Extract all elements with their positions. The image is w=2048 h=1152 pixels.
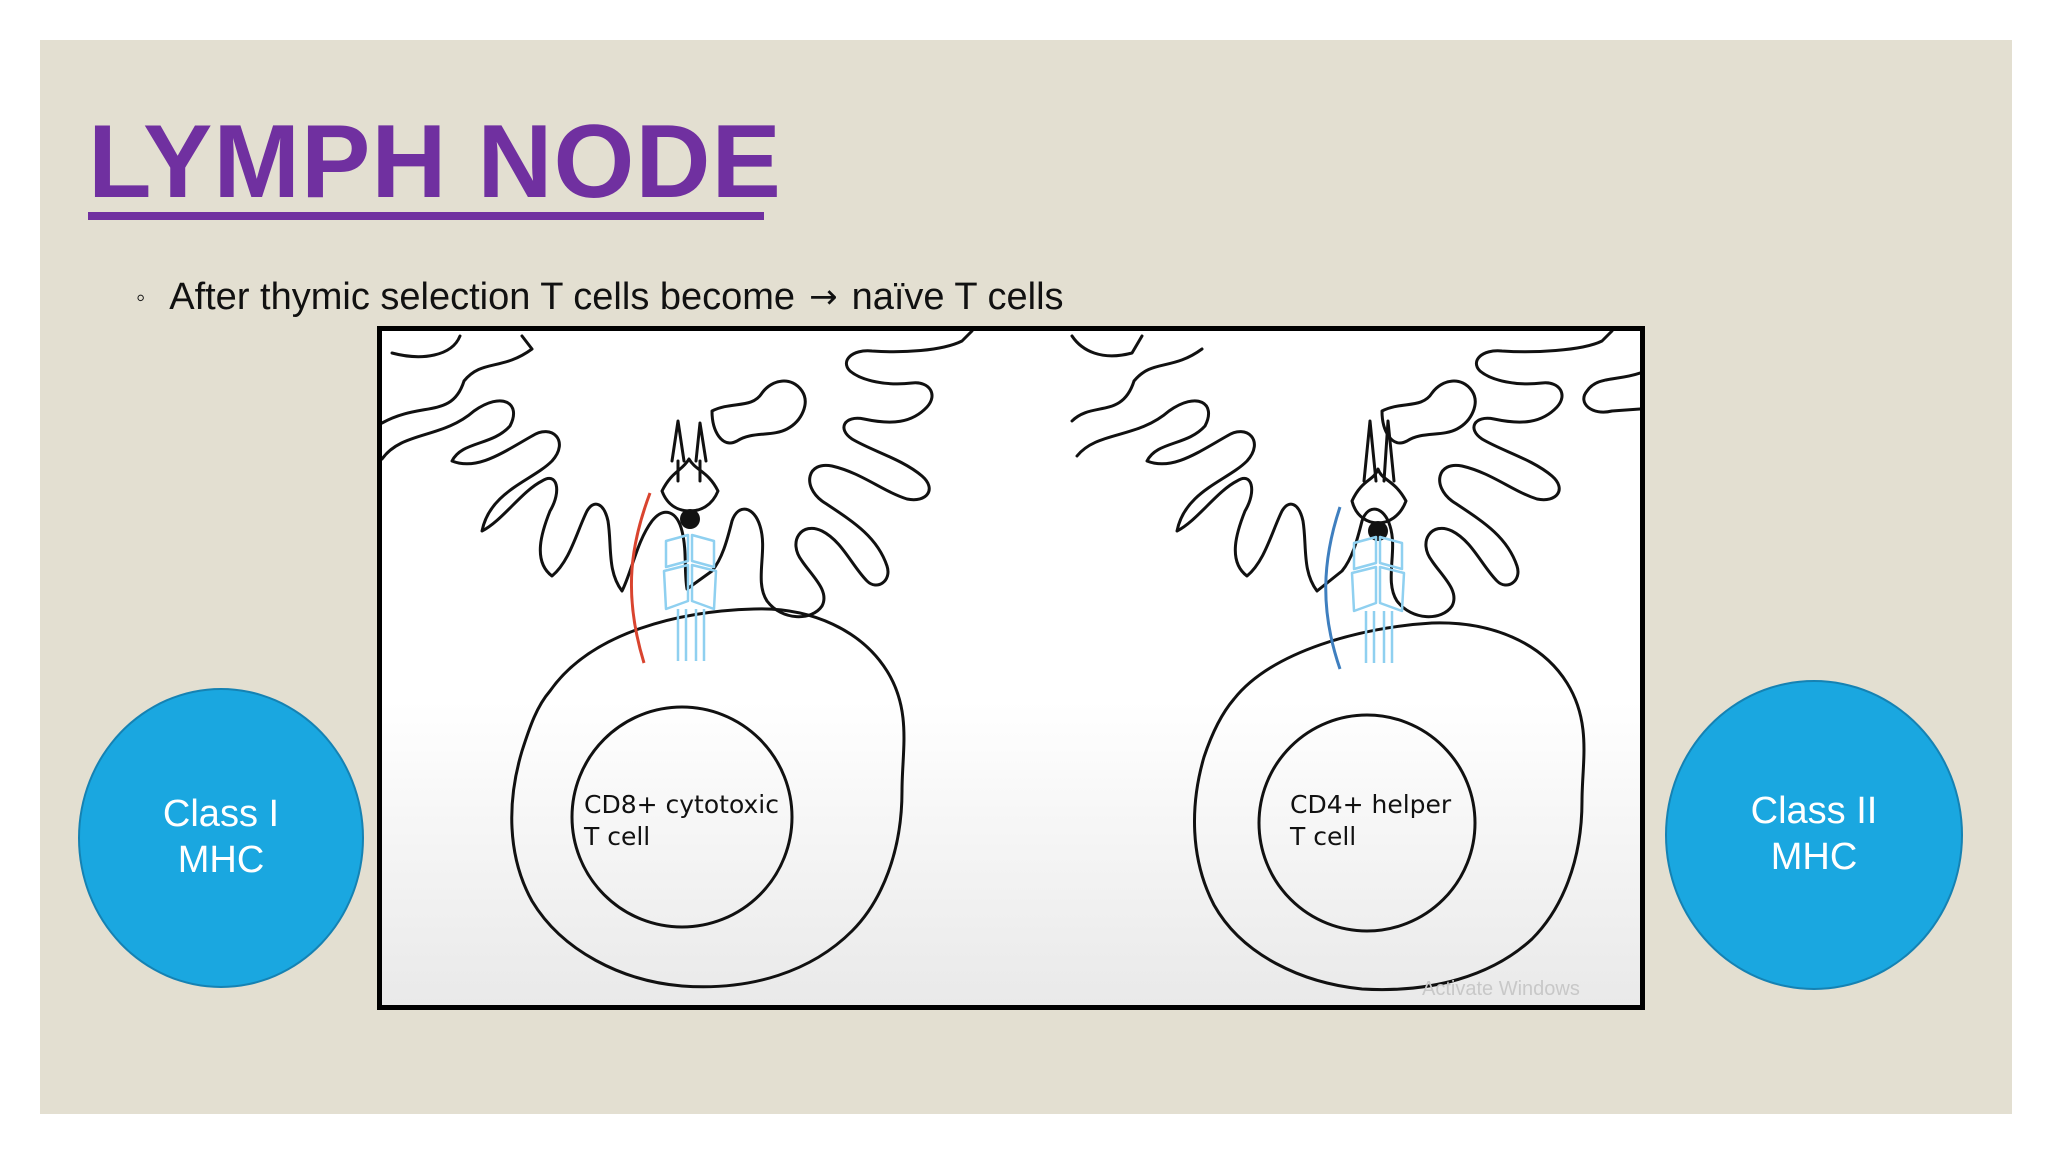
slide: LYMPH NODE ◦ After thymic selection T ce… bbox=[40, 40, 2012, 1114]
left-cell-label-line1: CD8+ cytotoxic bbox=[584, 790, 779, 819]
bullet-text-after: naïve T cells bbox=[851, 275, 1064, 318]
right-dendritic-branch bbox=[1380, 379, 1477, 445]
bullet-item: ◦ After thymic selection T cells become … bbox=[136, 272, 1064, 322]
cd4-coreceptor bbox=[1324, 506, 1342, 670]
right-cell-label-line1: CD4+ helper bbox=[1290, 790, 1452, 819]
left-dendritic-cell-outline bbox=[382, 331, 974, 619]
class-i-mhc-label: Class I MHC bbox=[162, 793, 280, 881]
diagram-drawing: CD8+ cytotoxic T cell CD4+ helper T cell… bbox=[382, 331, 1640, 1000]
right-t-cell-nucleus bbox=[1257, 713, 1477, 933]
bullet-marker: ◦ bbox=[136, 281, 146, 312]
right-cell-label-line2: T cell bbox=[1289, 822, 1356, 851]
class-ii-mhc-callout: Class II MHC bbox=[1665, 680, 1963, 990]
right-t-cell-outline bbox=[1193, 621, 1586, 992]
cd8-coreceptor bbox=[629, 492, 652, 664]
left-mhc-molecule bbox=[660, 419, 720, 529]
class-ii-mhc-label: Class II MHC bbox=[1750, 790, 1878, 878]
arrow-icon: → bbox=[809, 277, 838, 317]
bullet-text-before: After thymic selection T cells become bbox=[169, 275, 796, 318]
slide-title: LYMPH NODE bbox=[88, 104, 782, 220]
class-i-mhc-callout: Class I MHC bbox=[78, 688, 364, 988]
watermark-text: Activate Windows bbox=[1422, 978, 1580, 1000]
right-dendritic-cell-outline bbox=[1070, 331, 1640, 619]
title-underline bbox=[88, 212, 764, 220]
left-t-cell-nucleus bbox=[570, 705, 794, 929]
right-tcr bbox=[1350, 535, 1406, 663]
t-cell-diagram: CD8+ cytotoxic T cell CD4+ helper T cell… bbox=[377, 326, 1645, 1010]
left-dendritic-branch bbox=[710, 379, 807, 445]
left-t-cell-outline bbox=[510, 607, 906, 989]
left-cell-label-line2: T cell bbox=[583, 822, 650, 851]
left-tcr bbox=[662, 533, 718, 661]
right-mhc-molecule bbox=[1350, 419, 1408, 541]
